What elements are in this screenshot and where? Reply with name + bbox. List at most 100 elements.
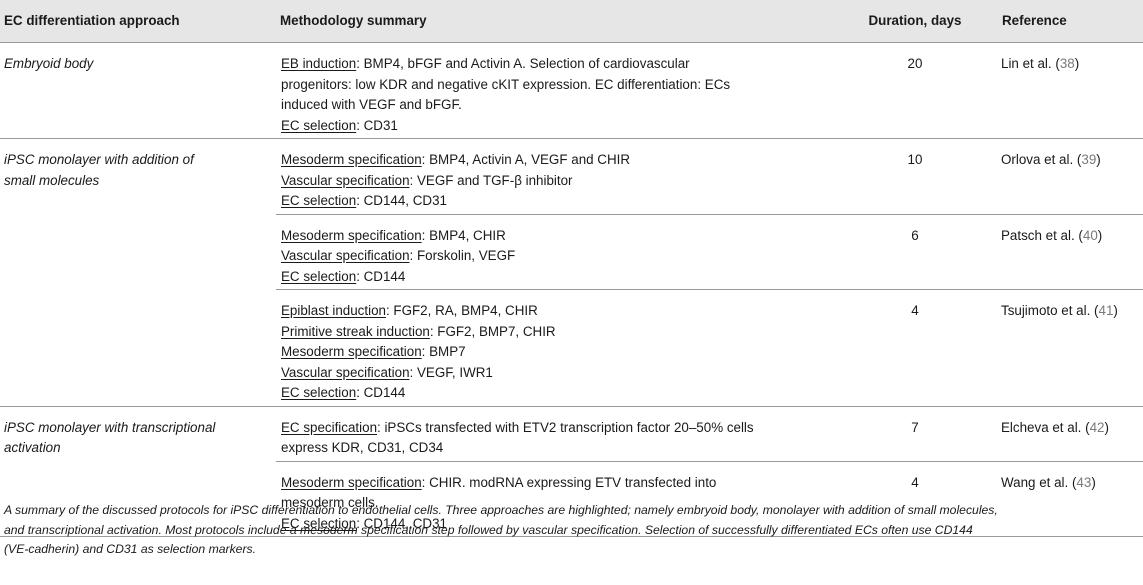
header-duration: Duration, days	[832, 0, 998, 43]
methodology-line: EC specification: iPSCs transfected with…	[281, 418, 828, 439]
cell-approach: iPSC monolayer with transcriptional activ…	[0, 405, 276, 461]
step-label: EC selection	[281, 117, 357, 133]
approach-text: iPSC monolayer with addition of	[4, 152, 194, 167]
step-text: : VEGF, IWR1	[409, 364, 493, 380]
protocol-table: EC differentiation approach Methodology …	[0, 0, 1143, 537]
cell-duration: 7	[832, 405, 998, 461]
reference-author: Elcheva et al. (	[1001, 419, 1090, 435]
cell-reference: Wang et al. (43)	[998, 460, 1143, 537]
cell-methodology: Epiblast induction: FGF2, RA, BMP4, CHIR…	[276, 289, 832, 406]
step-text: : CD144, CD31	[356, 193, 447, 208]
step-label: Mesoderm specification	[281, 152, 422, 167]
reference-link[interactable]: 42	[1089, 419, 1105, 435]
step-text: : BMP4, Activin A, VEGF and CHIR	[421, 152, 631, 167]
methodology-line: Mesoderm specification: BMP7	[281, 342, 828, 363]
methodology-line: EC selection: CD144, CD31	[281, 514, 828, 535]
cell-approach: Embryoid body	[0, 42, 276, 139]
step-label: EB induction	[281, 56, 357, 71]
reference-close: )	[1096, 152, 1101, 167]
step-text: : FGF2, RA, BMP4, CHIR	[385, 303, 538, 318]
step-label: Epiblast induction	[281, 303, 386, 318]
cell-methodology: EC specification: iPSCs transfected with…	[276, 405, 832, 461]
table-row: Embryoid body EB induction: BMP4, bFGF an…	[0, 42, 1143, 139]
cell-methodology: EB induction: BMP4, bFGF and Activin A. …	[276, 42, 832, 139]
approach-text: iPSC monolayer with transcriptional	[4, 419, 216, 435]
cell-reference: Elcheva et al. (42)	[998, 405, 1143, 461]
caption-line: (VE-cadherin) and CD31 as selection mark…	[4, 542, 256, 556]
cell-reference: Orlova et al. (39)	[998, 138, 1143, 214]
cell-duration: 10	[832, 138, 998, 214]
step-text: : BMP4, CHIR	[421, 227, 506, 243]
step-label: EC selection	[281, 268, 357, 284]
step-text: : CD144	[356, 268, 406, 284]
step-text: : CD31	[356, 117, 398, 133]
step-text: mesoderm cells.	[281, 495, 379, 510]
step-text: : iPSCs transfected with ETV2 transcript…	[377, 419, 754, 435]
reference-link[interactable]: 43	[1076, 474, 1092, 490]
table-caption: A summary of the discussed protocols for…	[4, 501, 1140, 560]
reference-link[interactable]: 39	[1081, 152, 1097, 167]
cell-reference: Lin et al. (38)	[998, 42, 1143, 139]
cell-duration: 20	[832, 42, 998, 139]
step-text: : VEGF and TGF-β inhibitor	[409, 172, 573, 188]
reference-author: Wang et al. (	[1001, 474, 1077, 490]
cell-approach	[0, 214, 276, 290]
cell-approach	[0, 461, 276, 537]
step-text: : FGF2, BMP7, CHIR	[429, 323, 556, 339]
reference-link[interactable]: 38	[1059, 56, 1075, 71]
reference-close: )	[1097, 227, 1103, 243]
methodology-line: Primitive streak induction: FGF2, BMP7, …	[281, 322, 828, 343]
step-text: : CD144, CD31	[356, 515, 447, 531]
table-row: Epiblast induction: FGF2, RA, BMP4, CHIR…	[0, 289, 1143, 407]
step-label: EC selection	[281, 385, 357, 400]
header-approach: EC differentiation approach	[0, 0, 276, 43]
methodology-line: express KDR, CD31, CD34	[281, 438, 828, 459]
approach-text: Embryoid body	[4, 56, 94, 71]
table-body: Embryoid body EB induction: BMP4, bFGF an…	[0, 42, 1143, 537]
reference-close: )	[1074, 56, 1080, 71]
step-label: Mesoderm specification	[281, 344, 422, 359]
methodology-line: EC selection: CD144, CD31	[281, 191, 828, 212]
table-row: iPSC monolayer with transcriptional activ…	[0, 405, 1143, 461]
reference-author: Orlova et al. (	[1001, 152, 1082, 167]
reference-link[interactable]: 40	[1082, 227, 1098, 243]
reference-close: )	[1091, 474, 1096, 490]
step-label: Vascular specification	[281, 248, 410, 263]
step-label: Mesoderm specification	[281, 227, 422, 243]
step-text: : Forskolin, VEGF	[409, 248, 516, 263]
step-label: Vascular specification	[281, 172, 410, 188]
cell-duration: 4	[832, 460, 998, 537]
header-methodology: Methodology summary	[276, 0, 832, 43]
step-label: Vascular specification	[281, 364, 410, 380]
step-text: : CD144	[356, 385, 406, 400]
methodology-line: Vascular specification: Forskolin, VEGF	[281, 246, 828, 267]
reference-link[interactable]: 41	[1098, 303, 1114, 318]
methodology-line: Mesoderm specification: BMP4, CHIR	[281, 226, 828, 247]
step-label: EC selection	[281, 193, 357, 208]
reference-close: )	[1113, 303, 1118, 318]
methodology-line: Mesoderm specification: CHIR. modRNA exp…	[281, 473, 828, 494]
step-label: Mesoderm specification	[281, 474, 422, 490]
methodology-line: Epiblast induction: FGF2, RA, BMP4, CHIR	[281, 301, 828, 322]
step-label: EC selection	[281, 515, 357, 531]
methodology-line: EC selection: CD144	[281, 383, 828, 404]
reference-author: Patsch et al. (	[1001, 227, 1083, 243]
methodology-line: induced with VEGF and bFGF.	[281, 95, 828, 116]
step-text: induced with VEGF and bFGF.	[281, 97, 462, 112]
methodology-line: progenitors: low KDR and negative cKIT e…	[281, 75, 828, 96]
step-text: express KDR, CD31, CD34	[281, 440, 444, 455]
header-reference: Reference	[998, 0, 1143, 43]
table-header: EC differentiation approach Methodology …	[0, 0, 1143, 43]
cell-reference: Patsch et al. (40)	[998, 213, 1143, 290]
methodology-line: Mesoderm specification: BMP4, Activin A,…	[281, 150, 828, 171]
methodology-line: EB induction: BMP4, bFGF and Activin A. …	[281, 54, 828, 75]
methodology-line: EC selection: CD31	[281, 116, 828, 137]
reference-close: )	[1104, 419, 1109, 435]
cell-methodology: Mesoderm specification: CHIR. modRNA exp…	[276, 460, 832, 537]
approach-text: activation	[4, 440, 61, 455]
cell-approach	[0, 290, 276, 407]
